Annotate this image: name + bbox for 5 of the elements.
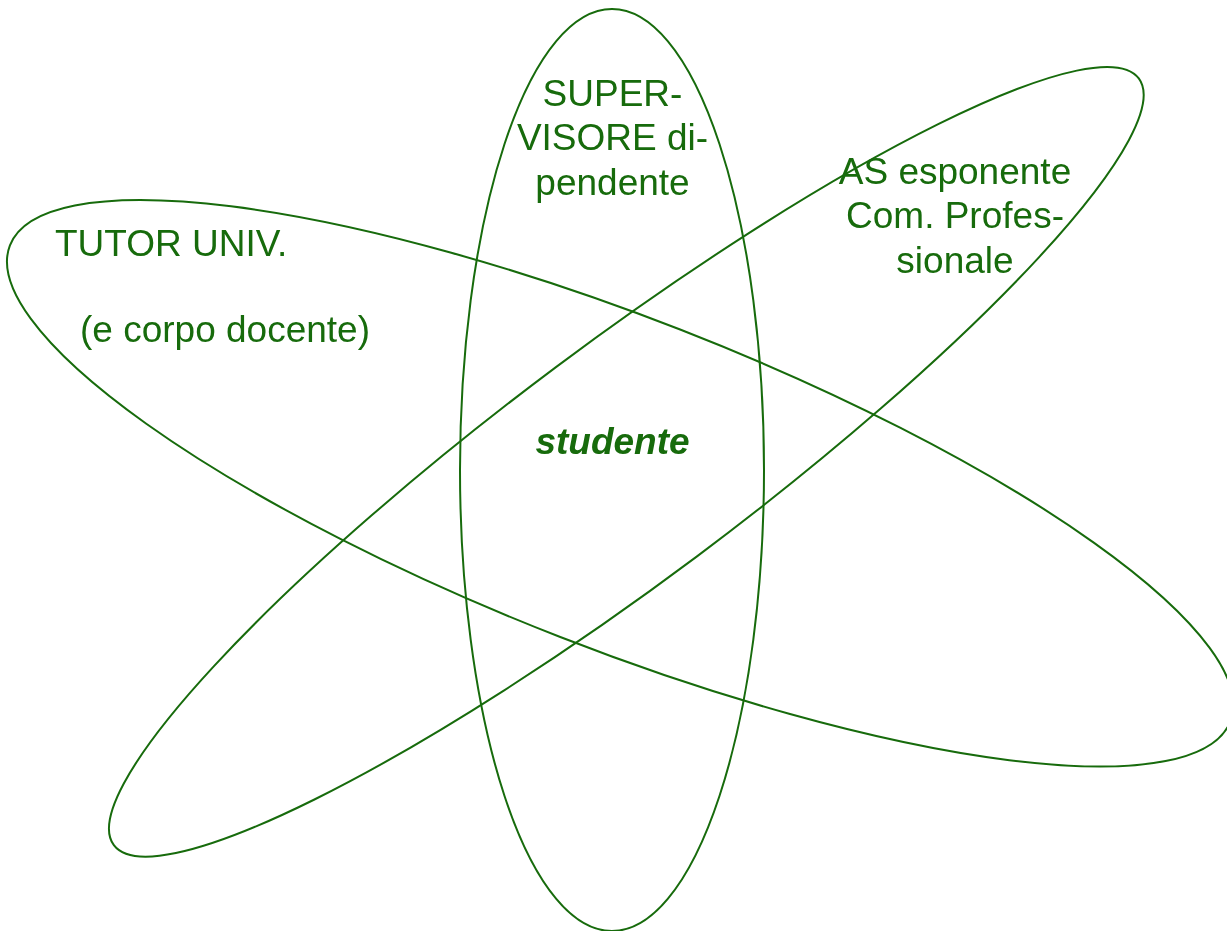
role-label: TUTOR UNIV.	[55, 222, 289, 266]
role-label: (e corpo docente)	[80, 308, 371, 352]
role-label: AS esponente Com. Profes- sionale	[837, 150, 1073, 283]
center-label: studente	[534, 420, 691, 464]
role-label: SUPER- VISORE di- pendente	[515, 72, 710, 205]
